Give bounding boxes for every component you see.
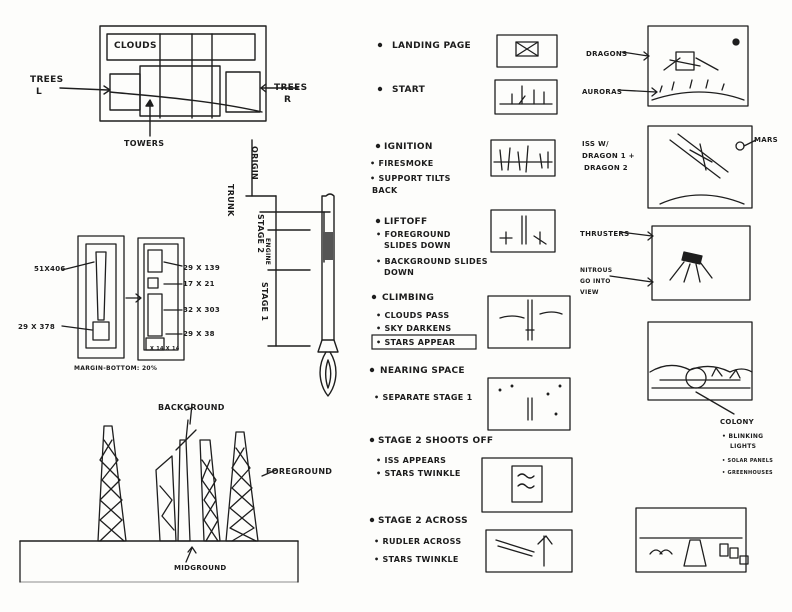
nitrous-note-2: GO INTO [580,278,611,285]
scene-iss [648,126,752,208]
dim-right-5: X 14 X 14 [150,346,180,352]
step-climbing-sub-2: • SKY DARKENS [376,324,451,333]
step-landing-page: LANDING PAGE [392,41,471,51]
rocket-stage2-label: STAGE 2 [256,214,265,253]
step-stage2-across-sub-2: • STARS TWINKLE [374,555,459,564]
trees-left-label: TREES [30,75,63,85]
dragons-label: DRAGONS [586,50,627,58]
iss-note-1: ISS W/ [582,140,609,148]
step-stage2-shoots-sub-2: • STARS TWINKLE [376,469,461,478]
blinking-lights-1: • BLINKING [722,433,763,440]
dim-right-2: 17 X 21 [183,280,215,288]
towers-box [140,66,220,116]
bullet [370,518,374,522]
step-stage2-shoots: STAGE 2 SHOOTS OFF [378,436,493,446]
margin-note: MARGIN-BOTTOM: 20% [74,365,157,372]
dim-right-3: 32 X 303 [183,306,220,314]
trees-right-label: TREES [274,83,307,93]
scene-layout-sketch [60,26,298,136]
storyboard-thumbnails [482,35,572,572]
step-stage2-across-sub-1: • RUDLER ACROSS [374,537,461,546]
dim-left-bottom: 29 X 378 [18,323,55,331]
blinking-lights-2: LIGHTS [730,443,756,450]
rocket-stage1-label: STAGE 1 [260,282,269,321]
solar-panels-label: • SOLAR PANELS [722,458,773,464]
background-label: BACKGROUND [158,403,225,412]
thumb-nearing-space [488,378,570,430]
foreground-label: FOREGROUND [266,467,332,476]
step-stage2-across: STAGE 2 ACROSS [378,516,468,526]
bullet [370,368,374,372]
nitrous-note-3: VIEW [580,289,599,296]
thumb-liftoff [491,210,555,252]
step-ignition-sub-2: • SUPPORT TILTS [370,174,451,183]
step-climbing: CLIMBING [382,293,434,303]
thumb-start [495,80,557,114]
thumb-climbing [488,296,570,348]
step-liftoff: LIFTOFF [384,217,427,227]
rocket-engine-label: ENGINE [264,238,271,265]
trees-right-tag: R [284,95,291,105]
iss-note-3: DRAGON 2 [584,164,628,172]
dim-right-1: 29 X 139 [183,264,220,272]
bullet [378,43,382,47]
step-liftoff-sub-2: SLIDES DOWN [384,241,451,250]
step-liftoff-sub-1: • FOREGROUND [376,230,451,239]
dim-left-top: 51X406 [34,265,66,273]
step-stage2-shoots-sub-1: • ISS APPEARS [376,456,446,465]
step-start: START [392,85,426,95]
launch-towers-scene [20,404,298,582]
bullet [372,295,376,299]
auroras-label: AURORAS [582,88,622,96]
step-climbing-sub-1: • CLOUDS PASS [376,311,449,320]
bullet [376,219,380,223]
nitrous-note-1: NITROUS [580,267,612,274]
step-ignition: IGNITION [384,142,433,152]
step-ignition-sub-1: • FIRESMOKE [370,159,433,168]
tower-asset-sketch [62,236,184,360]
mars-label: MARS [754,136,778,144]
step-ignition-sub-3: BACK [372,186,398,195]
rocket-origin-label: ORIGIN [250,146,259,180]
iss-note-2: DRAGON 1 + [582,152,635,160]
bullet [370,438,374,442]
clouds-label: CLOUDS [114,41,157,51]
colony-label: COLONY [720,418,755,426]
storyboard-list: LANDING PAGE START IGNITION • FIRESMOKE … [370,41,494,564]
thrusters-label: THRUSTERS [580,230,629,238]
step-climbing-sub-3: • STARS APPEAR [376,338,455,347]
rocket-trunk-label: TRUNK [226,184,235,217]
step-nearing-space: NEARING SPACE [380,366,465,376]
right-scenes [610,26,756,572]
bullet [378,87,382,91]
step-nearing-space-sub-1: • SEPARATE STAGE 1 [374,393,473,402]
towers-label: TOWERS [124,139,164,148]
trees-left-tag: L [36,87,42,97]
step-liftoff-sub-3: • BACKGROUND SLIDES [376,257,488,266]
thumb-landing-page [497,35,557,67]
step-liftoff-sub-4: DOWN [384,268,414,277]
greenhouses-label: • GREENHOUSES [722,470,773,476]
midground-label: MIDGROUND [174,564,227,572]
dim-right-4: 29 X 38 [183,330,215,338]
bullet [376,144,380,148]
